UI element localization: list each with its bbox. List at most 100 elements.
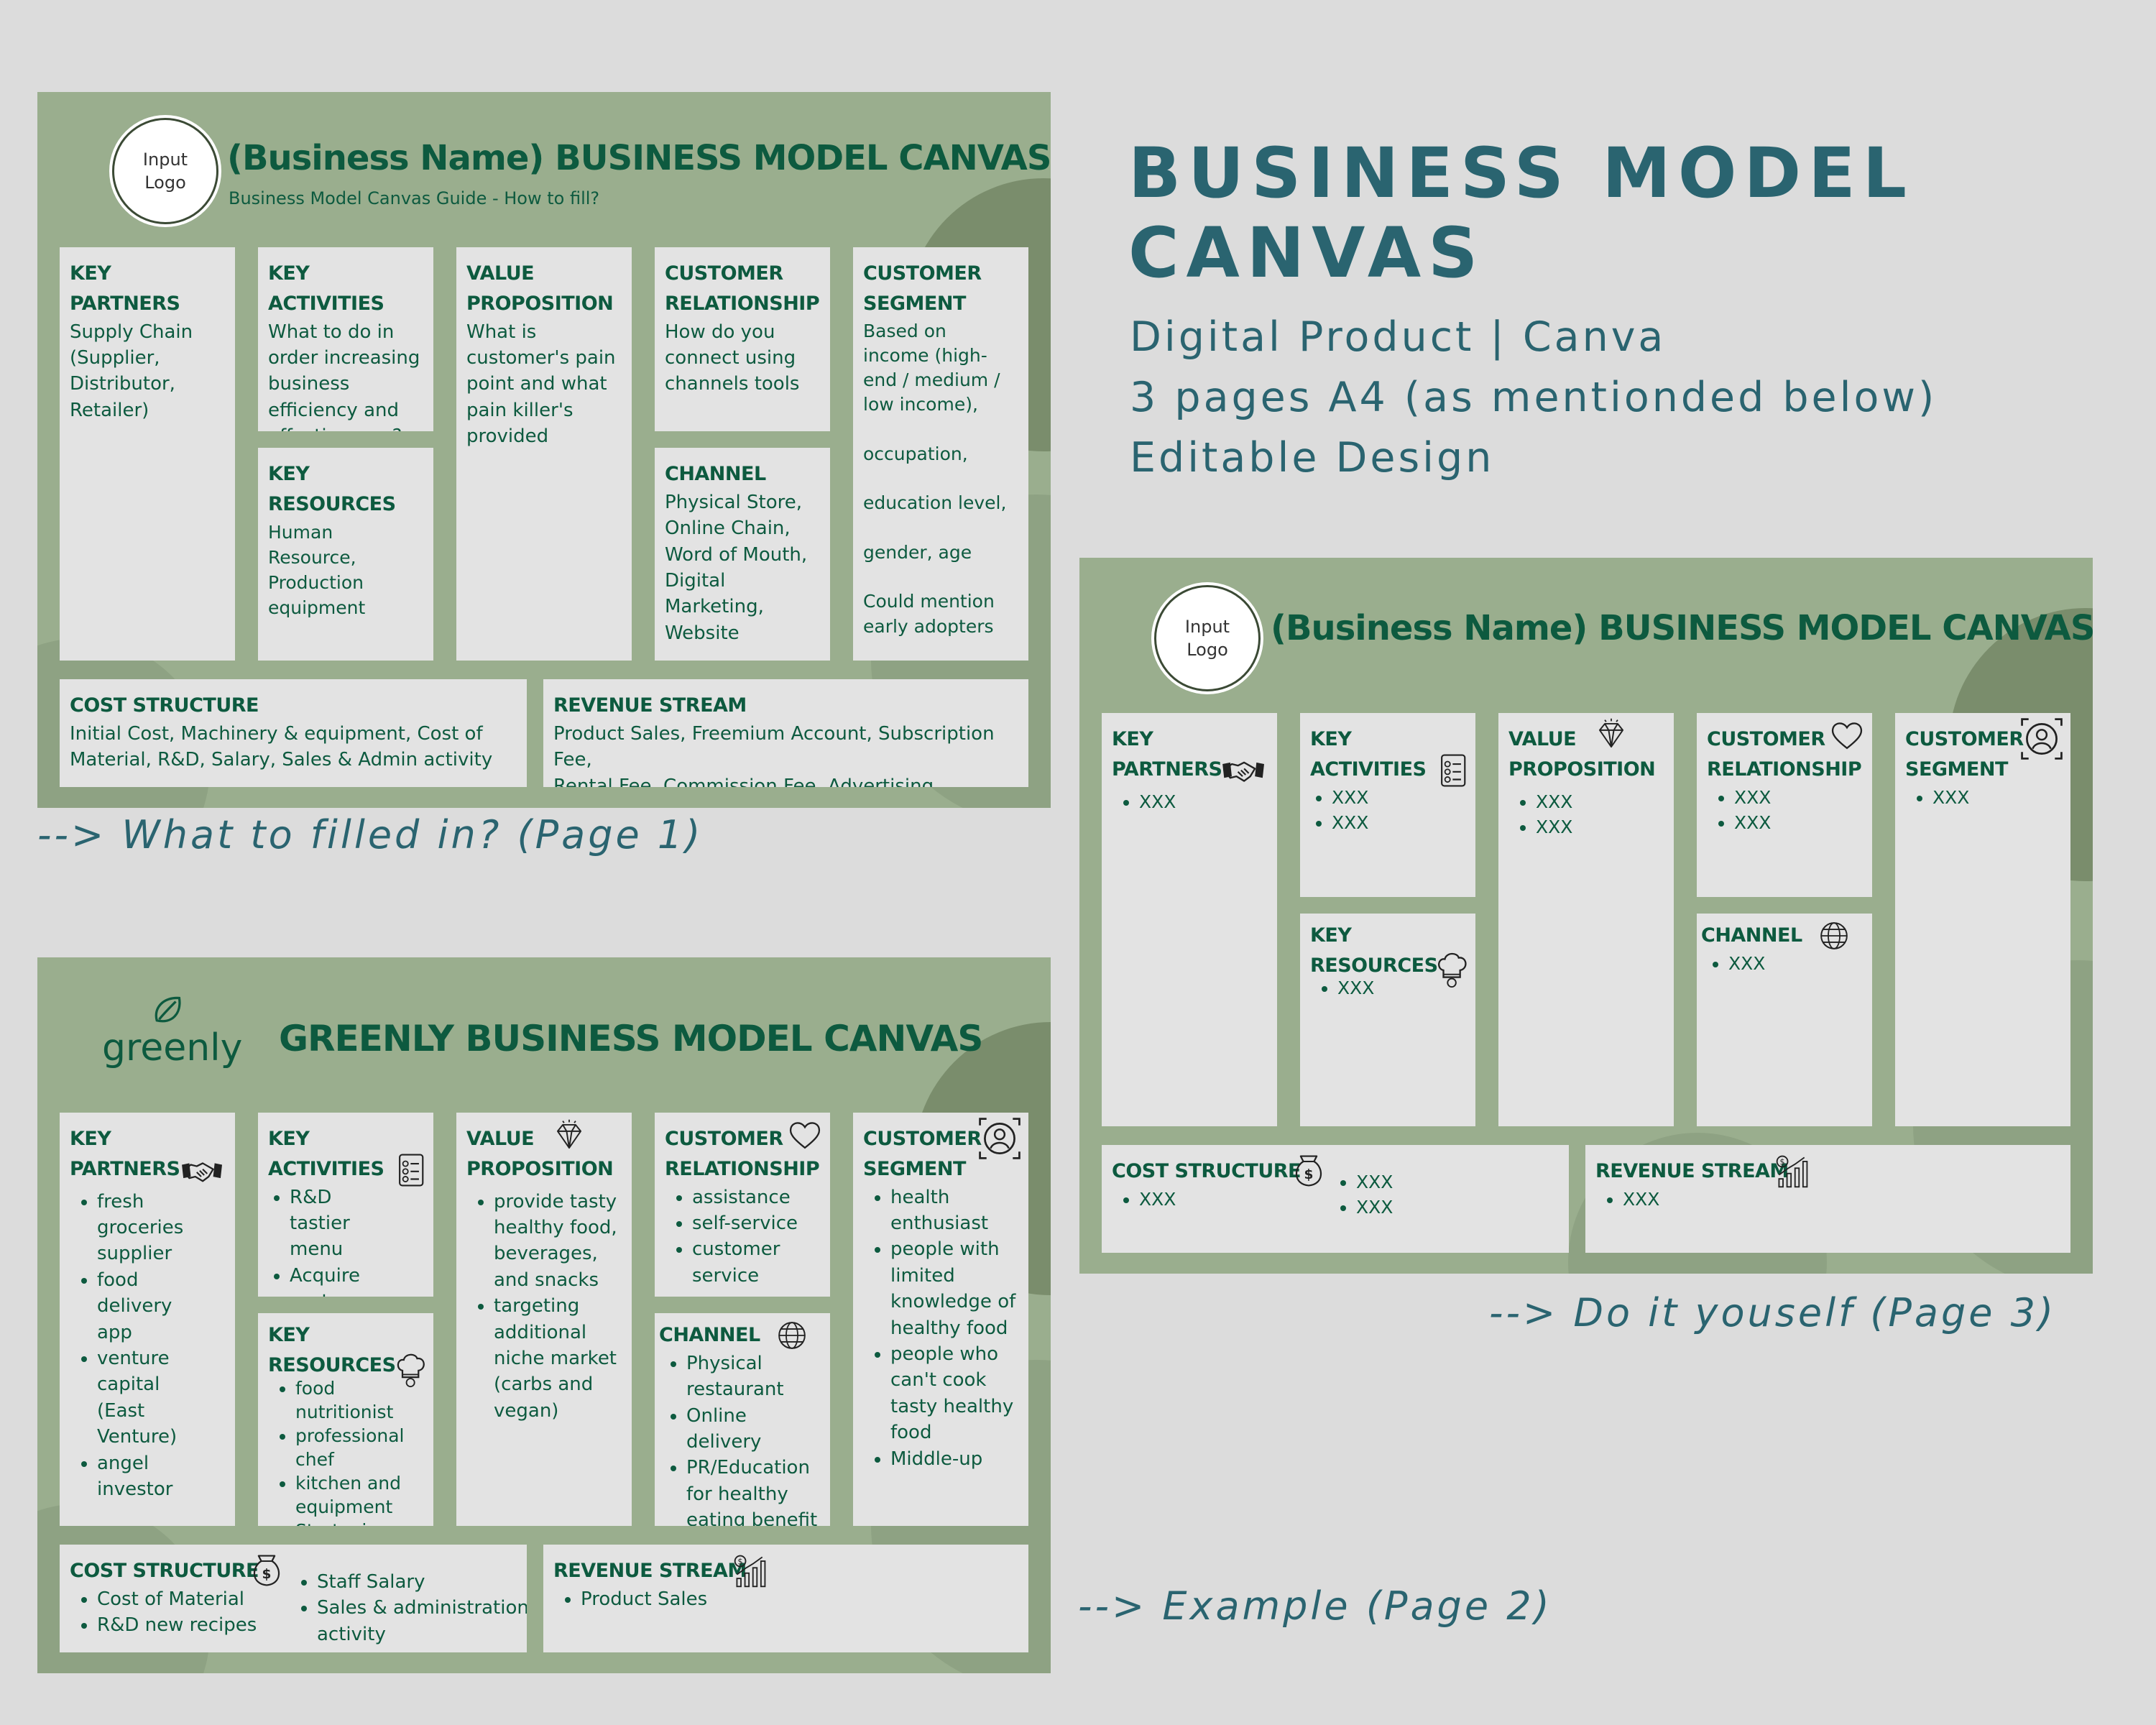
- page-title: (Business Name) BUSINESS MODEL CANVAS: [1271, 608, 2093, 648]
- customer-segment-title: CUSTOMER SEGMENT: [1905, 728, 2024, 781]
- revenue-stream-box: REVENUE STREAM Product Sales, Freemium A…: [543, 679, 1028, 787]
- revenue-stream-title: REVENUE STREAM: [1595, 1160, 1789, 1182]
- customer-segment-box: CUSTOMER SEGMENT Based on income (high- …: [853, 247, 1028, 661]
- channel-box: CHANNEL Physical restaurant Online deliv…: [655, 1313, 830, 1526]
- leaf-logo-icon: [151, 993, 184, 1026]
- key-activities-text: What to do in order increasing business …: [268, 321, 420, 431]
- key-partners-title: KEY PARTNERS: [70, 262, 180, 315]
- customer-relationship-text: How do you connect using channels tools: [665, 321, 800, 395]
- revenue-stream-list: XXX: [1595, 1187, 2060, 1212]
- revenue-stream-text: Product Sales, Freemium Account, Subscri…: [553, 722, 995, 787]
- list-item: venture capital (East Venture): [97, 1346, 196, 1450]
- revenue-chart-icon: [1774, 1152, 1811, 1190]
- key-resources-title: KEY RESOURCES: [1310, 924, 1438, 977]
- checklist-icon: [395, 1150, 430, 1190]
- handshake-icon: [1221, 753, 1264, 796]
- globe-icon: [1816, 918, 1852, 954]
- key-activities-list: XXX XXX: [1310, 785, 1465, 835]
- list-item: PR/Education for healthy eating benefit: [686, 1455, 820, 1526]
- note-page2: --> Example (Page 2): [1078, 1583, 1552, 1629]
- customer-segment-list: health enthusiast people with limited kn…: [863, 1184, 1018, 1472]
- hero-line1: Digital Product | Canva: [1130, 313, 1667, 361]
- channel-title: CHANNEL: [1701, 924, 1802, 947]
- globe-icon: [774, 1317, 810, 1353]
- list-item: angel investor: [97, 1450, 196, 1503]
- customer-relationship-list: assistance self-service customer service: [665, 1184, 820, 1289]
- customer-relationship-box: CUSTOMER RELATIONSHIP XXX XXX: [1697, 713, 1872, 897]
- list-item: food delivery app: [97, 1267, 196, 1346]
- key-resources-text: Human Resource, Production equipment: [268, 521, 366, 618]
- list-item: people with limited knowledge of healthy…: [890, 1236, 1018, 1341]
- customer-relationship-box: CUSTOMER RELATIONSHIP How do you connect…: [655, 247, 830, 431]
- logo-placeholder[interactable]: Input Logo: [112, 118, 218, 224]
- list-item: provide tasty healthy food, beverages, a…: [494, 1189, 622, 1294]
- note-page3: --> Do it youself (Page 3): [1489, 1290, 2057, 1335]
- page2-canvas: greenly GREENLY BUSINESS MODEL CANVAS KE…: [37, 957, 1051, 1673]
- revenue-stream-title: REVENUE STREAM: [553, 1560, 747, 1582]
- money-bag-icon: [248, 1550, 285, 1591]
- list-item: XXX: [1623, 1187, 2060, 1212]
- list-item: food nutritionist: [295, 1376, 402, 1424]
- customer-segment-title: CUSTOMER SEGMENT: [863, 1128, 982, 1180]
- list-item: health enthusiast: [890, 1184, 1018, 1237]
- chef-icon: [1434, 948, 1473, 990]
- logo-placeholder[interactable]: Input Logo: [1154, 585, 1261, 691]
- value-proposition-list: XXX XXX: [1508, 789, 1664, 840]
- list-item: XXX: [1332, 785, 1465, 810]
- key-partners-title: KEY PARTNERS: [1112, 728, 1222, 781]
- page-title: (Business Name) BUSINESS MODEL CANVAS: [227, 138, 1051, 178]
- list-item: assistance: [692, 1184, 820, 1210]
- cost-structure-title: COST STRUCTURE: [70, 1560, 259, 1582]
- key-resources-box: KEY RESOURCES food nutritionist professi…: [258, 1313, 433, 1526]
- customer-relationship-title: CUSTOMER RELATIONSHIP: [665, 262, 820, 315]
- list-item: Strategic location: [295, 1519, 402, 1526]
- customer-segment-box: CUSTOMER SEGMENT health enthusiast peopl…: [853, 1113, 1028, 1526]
- channel-list: Physical restaurant Online delivery PR/E…: [659, 1351, 820, 1526]
- revenue-stream-title: REVENUE STREAM: [553, 694, 747, 717]
- value-proposition-title: VALUE PROPOSITION: [466, 262, 614, 315]
- value-proposition-box: VALUE PROPOSITION What is customer's pai…: [456, 247, 632, 661]
- revenue-stream-box: REVENUE STREAM Product Sales: [543, 1545, 1028, 1652]
- value-proposition-title: VALUE PROPOSITION: [1508, 728, 1656, 781]
- key-resources-box: KEY RESOURCES Human Resource, Production…: [258, 448, 433, 661]
- key-partners-box: KEY PARTNERS fresh groceries supplier fo…: [60, 1113, 235, 1526]
- key-resources-box: KEY RESOURCES XXX: [1300, 914, 1475, 1126]
- key-activities-title: KEY ACTIVITIES: [268, 262, 384, 315]
- cost-structure-box: COST STRUCTURE XXX XXX XXX: [1102, 1145, 1569, 1253]
- revenue-stream-box: REVENUE STREAM XXX: [1585, 1145, 2070, 1253]
- list-item: XXX: [1536, 814, 1664, 840]
- diamond-icon: [1593, 717, 1629, 753]
- customer-segment-box: CUSTOMER SEGMENT XXX: [1895, 713, 2070, 1126]
- value-proposition-title: VALUE PROPOSITION: [466, 1128, 614, 1180]
- cost-structure-title: COST STRUCTURE: [70, 694, 259, 717]
- list-item: XXX: [1356, 1169, 1393, 1195]
- checklist-icon: [1437, 750, 1473, 791]
- value-proposition-list: provide tasty healthy food, beverages, a…: [466, 1189, 622, 1425]
- list-item: XXX: [1728, 951, 1862, 976]
- list-item: Middle-up: [890, 1446, 1018, 1472]
- cost-structure-box: COST STRUCTURE Cost of Material R&D new …: [60, 1545, 527, 1652]
- list-item: kitchen and equipment: [295, 1471, 402, 1519]
- cost-structure-list-left: Cost of Material R&D new recipes: [70, 1586, 257, 1639]
- handshake-icon: [180, 1154, 222, 1196]
- page-title: GREENLY BUSINESS MODEL CANVAS: [279, 1018, 983, 1059]
- list-item: XXX: [1332, 810, 1465, 835]
- heart-icon: [787, 1117, 823, 1153]
- user-target-icon: [977, 1116, 1023, 1162]
- cost-structure-list-right: Staff Salary Sales & administration acti…: [290, 1569, 527, 1647]
- user-target-icon: [2019, 716, 2065, 762]
- key-partners-list: fresh groceries supplier food delivery a…: [70, 1189, 196, 1503]
- diamond-icon: [551, 1118, 587, 1154]
- note-page1: --> What to filled in? (Page 1): [37, 812, 704, 857]
- revenue-stream-list: Product Sales: [553, 1586, 1018, 1612]
- list-item: professional chef: [295, 1424, 404, 1471]
- revenue-chart-icon: [732, 1552, 769, 1589]
- customer-relationship-title: CUSTOMER RELATIONSHIP: [1707, 728, 1862, 781]
- list-item: XXX: [1932, 785, 2060, 810]
- list-item: self-service: [692, 1210, 820, 1236]
- list-item: Cost of Material: [97, 1586, 257, 1612]
- list-item: fresh groceries supplier: [97, 1189, 196, 1267]
- list-item: XXX: [1139, 789, 1267, 814]
- key-activities-box: KEY ACTIVITIES XXX XXX: [1300, 713, 1475, 897]
- list-item: Staff Salary: [317, 1569, 527, 1595]
